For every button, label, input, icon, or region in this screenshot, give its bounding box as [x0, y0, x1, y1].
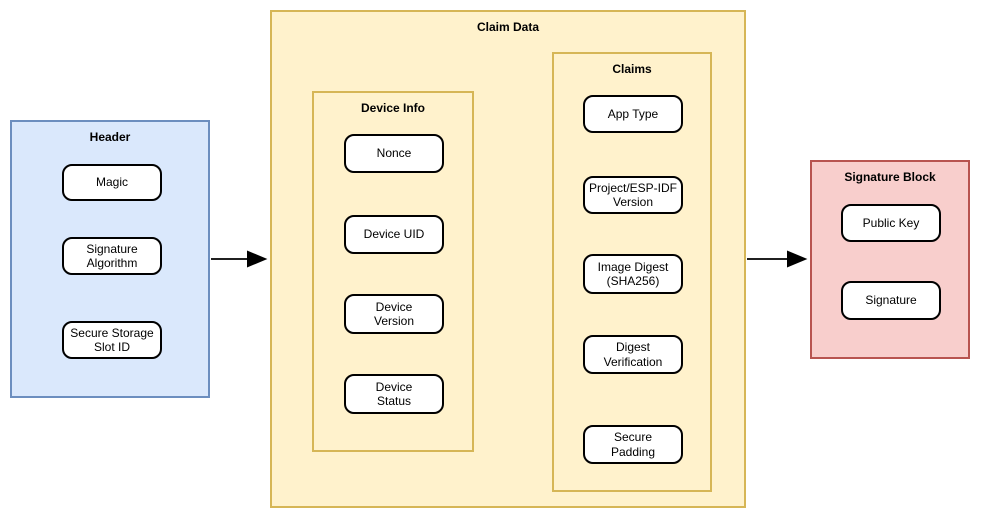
group-signature-block: Signature Block Public Key Signature [810, 160, 970, 359]
node-app-type: App Type [583, 95, 683, 133]
group-signature-block-title: Signature Block [844, 170, 936, 184]
node-signature-algorithm: Signature Algorithm [62, 237, 162, 275]
group-claim-data: Claim Data Device Info Nonce Device UID … [270, 10, 746, 508]
node-public-key: Public Key [841, 204, 941, 242]
group-header: Header Magic Signature Algorithm Secure … [10, 120, 210, 398]
node-device-version: Device Version [344, 294, 444, 334]
node-digest-verification: Digest Verification [583, 335, 683, 374]
group-header-title: Header [89, 130, 131, 144]
node-device-status: Device Status [344, 374, 444, 414]
node-image-digest-sha256: Image Digest (SHA256) [583, 254, 683, 294]
node-secure-padding: Secure Padding [583, 425, 683, 464]
group-device-info: Device Info Nonce Device UID Device Vers… [312, 91, 474, 452]
node-nonce: Nonce [344, 134, 444, 173]
node-magic: Magic [62, 164, 162, 201]
group-claims: Claims App Type Project/ESP-IDF Version … [552, 52, 712, 492]
group-claim-data-title: Claim Data [476, 20, 540, 34]
node-secure-storage-slot-id: Secure Storage Slot ID [62, 321, 162, 359]
group-claims-title: Claims [612, 62, 652, 76]
node-project-esp-idf-version: Project/ESP-IDF Version [583, 176, 683, 214]
group-device-info-title: Device Info [360, 101, 426, 115]
node-signature: Signature [841, 281, 941, 320]
node-device-uid: Device UID [344, 215, 444, 254]
